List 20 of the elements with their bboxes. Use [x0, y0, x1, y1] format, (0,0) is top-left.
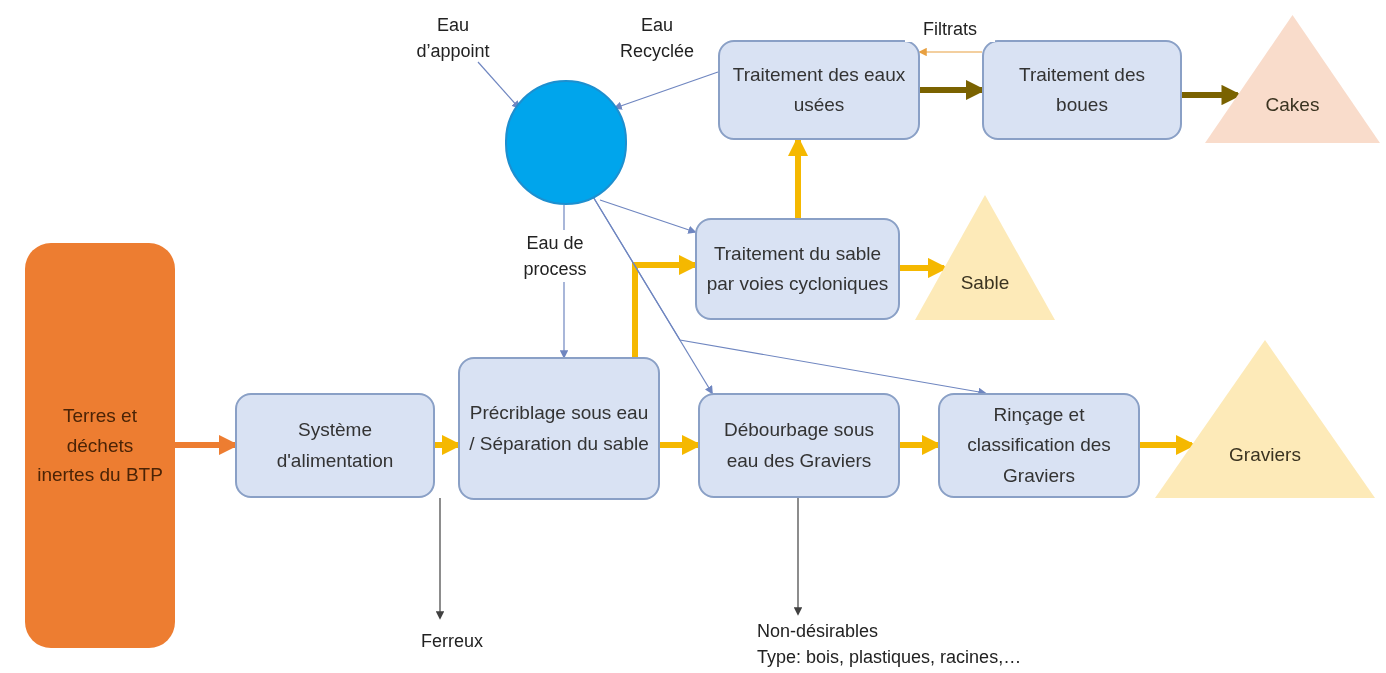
- product-triangle: Sable: [915, 195, 1055, 320]
- arrow: [918, 47, 983, 57]
- process-box: Traitement des boues: [982, 40, 1182, 140]
- arrow: [435, 497, 445, 620]
- output-label: Ferreux: [412, 628, 492, 652]
- arrow: [477, 61, 521, 110]
- arrow: [613, 71, 719, 110]
- product-triangle: Cakes: [1205, 15, 1380, 143]
- input-label: Eau d’appoint: [408, 12, 498, 62]
- process-box: Traitement du sable par voies cycloniques: [695, 218, 900, 320]
- output-label: Non-désirables Type: bois, plastiques, racines,…: [757, 618, 1087, 668]
- arrow: [599, 199, 697, 234]
- process-box: Débourbage sous eau des Graviers: [698, 393, 900, 498]
- product-triangle: Graviers: [1155, 340, 1375, 498]
- process-box: Système d'alimentation: [235, 393, 435, 498]
- process-box: Précriblage sous eau / Séparation du sable: [458, 357, 660, 500]
- process-box: Traitement des eaux usées: [718, 40, 920, 140]
- source-box: Terres et déchets inertes du BTP: [25, 243, 175, 648]
- arrow: [793, 497, 803, 616]
- process-box: Rinçage et classification des Graviers: [938, 393, 1140, 498]
